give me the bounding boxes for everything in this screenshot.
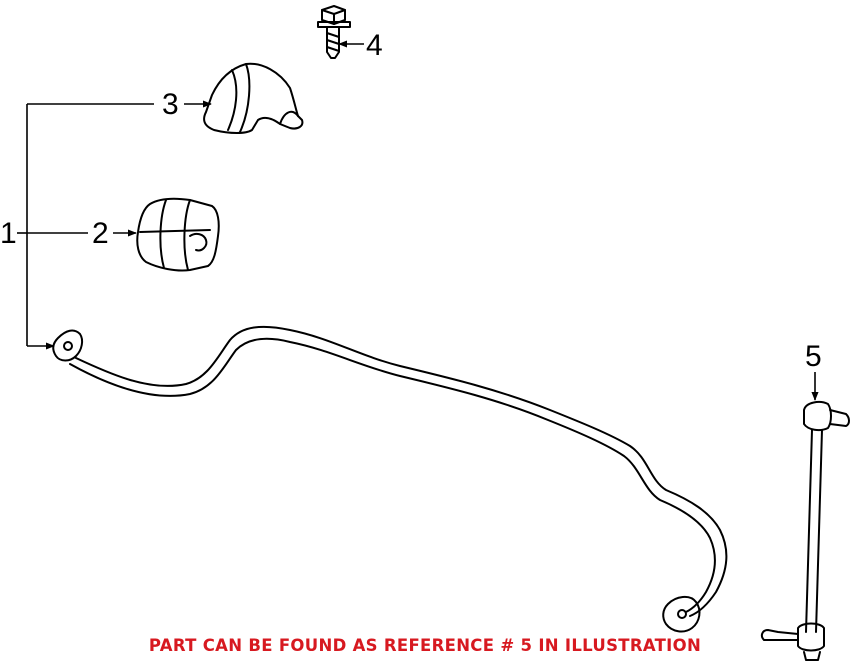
callout-4-label: 4 [366,29,383,62]
callout-5-label: 5 [805,340,822,373]
bracket-bolt-icon [317,5,351,59]
callout-1-label: 1 [0,217,17,250]
callout-3-label: 3 [162,88,179,121]
callout-4: 4 [338,29,383,62]
reference-note: PART CAN BE FOUND AS REFERENCE # 5 IN IL… [148,636,702,655]
callout-2-label: 2 [92,217,109,250]
bushing-bracket-icon [203,62,304,134]
callout-2: 2 [92,217,137,250]
callout-5: 5 [805,340,822,401]
callout-3: 3 [162,88,212,121]
stabilizer-bar-icon [52,325,728,633]
callout-1-bracket: 1 [0,103,154,350]
stabilizer-bushing-icon [136,197,220,272]
stabilizer-link-icon [760,401,850,661]
